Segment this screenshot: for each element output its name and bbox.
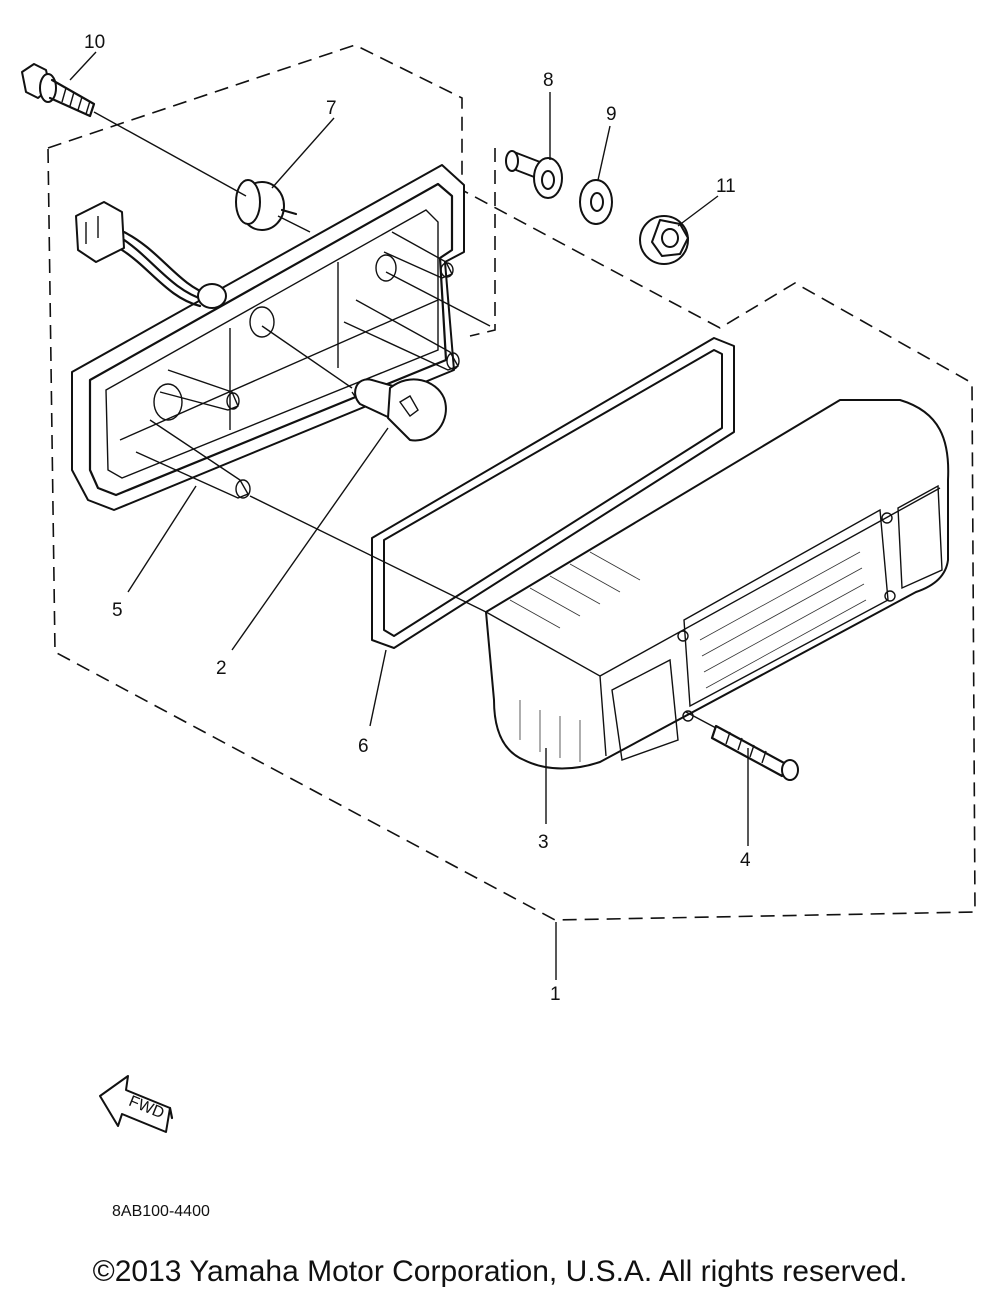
callout-4: 4 <box>740 850 751 871</box>
lamp-housing <box>71 164 465 511</box>
callout-5: 5 <box>112 600 123 621</box>
wire-harness <box>75 201 227 309</box>
fwd-arrow-icon: FWD <box>99 1075 174 1133</box>
washer <box>579 179 613 225</box>
leader-lines <box>69 51 749 980</box>
lamp-lens <box>485 399 950 770</box>
callout-labels: 10 7 8 9 11 5 2 6 3 4 1 <box>84 32 751 1005</box>
callout-9: 9 <box>606 104 617 125</box>
callout-8: 8 <box>543 70 554 91</box>
bulb <box>351 378 447 442</box>
callout-3: 3 <box>538 832 549 853</box>
callout-11: 11 <box>716 176 736 197</box>
copyright-notice: ©2013 Yamaha Motor Corporation, U.S.A. A… <box>92 1255 908 1288</box>
callout-10: 10 <box>84 32 105 53</box>
guide-lines <box>93 111 717 729</box>
callout-2: 2 <box>216 658 227 679</box>
callout-1: 1 <box>550 984 561 1005</box>
flange-bolt <box>21 63 96 118</box>
flange-nut <box>639 215 689 265</box>
grommet <box>235 179 298 231</box>
callout-6: 6 <box>358 736 369 757</box>
lens-screw <box>710 724 799 781</box>
collar <box>505 150 563 199</box>
assembly-boundary <box>47 44 976 921</box>
drawing-code: 8AB100-4400 <box>112 1203 210 1220</box>
gasket <box>371 337 735 649</box>
callout-7: 7 <box>326 98 337 119</box>
